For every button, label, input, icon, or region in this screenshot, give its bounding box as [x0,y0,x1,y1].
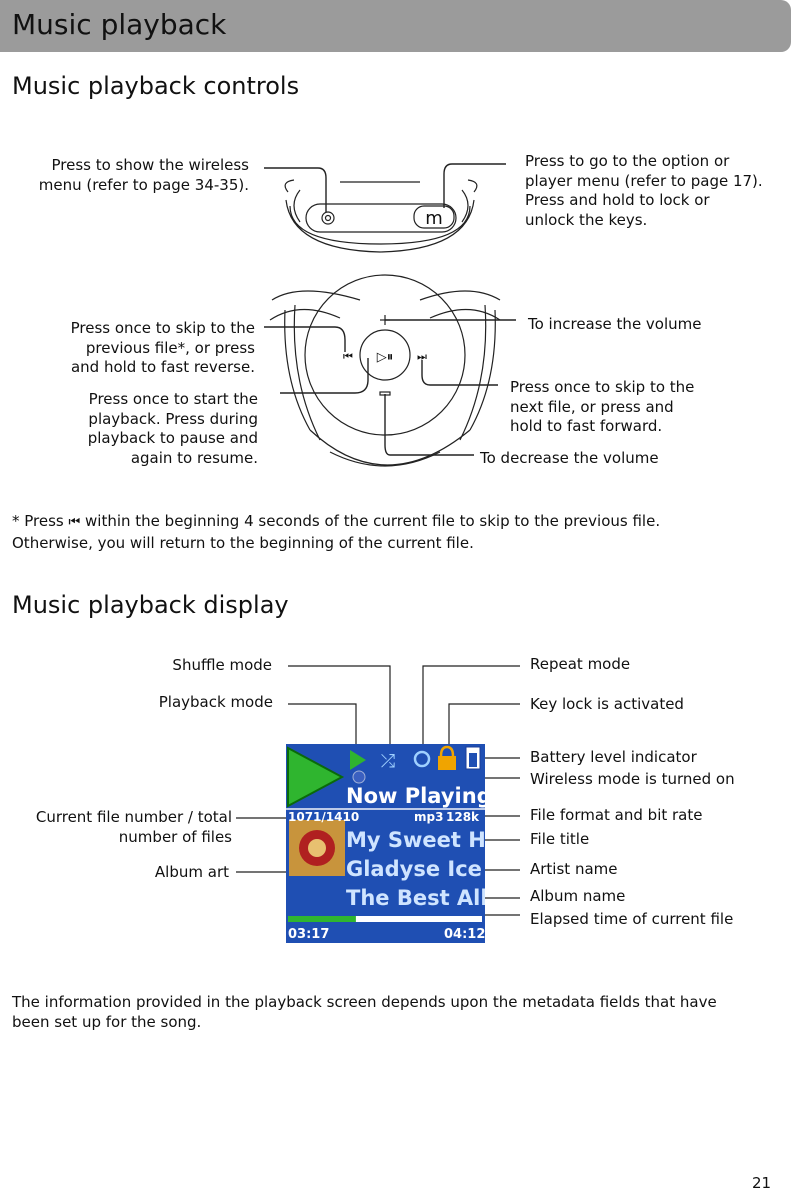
prev-icon: ⏮ [68,515,81,530]
artist-text: Gladyse Ice [346,857,482,881]
m-button-label: m [425,208,443,229]
label-elapsed-time: Elapsed time of current file [530,910,734,928]
label-file-title: File title [530,830,590,848]
label-key-lock: Key lock is activated [530,695,684,713]
label-repeat-mode: Repeat mode [530,655,631,673]
label-file-format: File format and bit rate [530,806,703,824]
label-album-art: Album art [154,863,229,881]
control-leader-lines [264,163,516,456]
label-album-name: Album name [530,887,626,905]
page-title: Music playback [12,8,227,41]
label-battery: Battery level indicator [530,748,697,766]
bitrate-text: 128k [446,810,480,824]
page-number: 21 [752,1174,772,1192]
elapsed-text: 03:17 [288,927,330,942]
play-pause-icon: ▷⏸ [377,350,394,365]
total-time-text: 04:12 [444,927,485,942]
wireless-icon [352,770,366,784]
prev-button-description: Press once to skip to the previous file*… [70,319,255,376]
wireless-button-description: Press to show the wireless menu (refer t… [38,156,249,194]
page-header-bar [0,0,791,52]
big-play-icon [287,746,345,808]
album-text: The Best Alb [346,886,485,910]
repeat-icon [413,750,431,768]
format-text: mp3 [414,810,444,824]
playback-mode-icon [350,750,366,770]
next-icon: ⏭ [417,350,427,363]
shuffle-icon: ⤮ [381,751,395,772]
volume-down-description: To decrease the volume [480,449,659,467]
file-number-text: 1071/1410 [288,810,360,824]
label-playback-mode: Playback mode [158,693,273,711]
label-shuffle-mode: Shuffle mode [172,656,272,674]
now-playing-text: Now Playing [346,784,485,808]
bottom-paragraph: The information provided in the playback… [12,993,717,1031]
display-heading: Music playback display [12,591,289,619]
play-button-description: Press once to start the playback. Press … [87,390,258,467]
prev-icon: ⏮ [343,350,353,363]
controls-heading: Music playback controls [12,72,300,100]
progress-track [288,916,482,922]
progress-fill [288,916,356,922]
label-wireless-mode: Wireless mode is turned on [530,770,735,788]
lock-icon [438,756,456,770]
label-file-number: Current file number / total number of fi… [35,808,232,846]
footnote: * Press ⏮ within the beginning 4 seconds… [12,512,661,552]
label-artist-name: Artist name [530,860,618,878]
menu-button-description: Press to go to the option or player menu… [525,152,763,229]
player-screen: ⤮ Now Playing 1071/1410 mp3 128k My Swee… [286,744,485,943]
volume-up-description: To increase the volume [528,315,702,333]
next-button-description: Press once to skip to the next file, or … [510,378,695,435]
device-top-view [284,179,478,253]
song-title-text: My Sweet He [346,828,485,852]
